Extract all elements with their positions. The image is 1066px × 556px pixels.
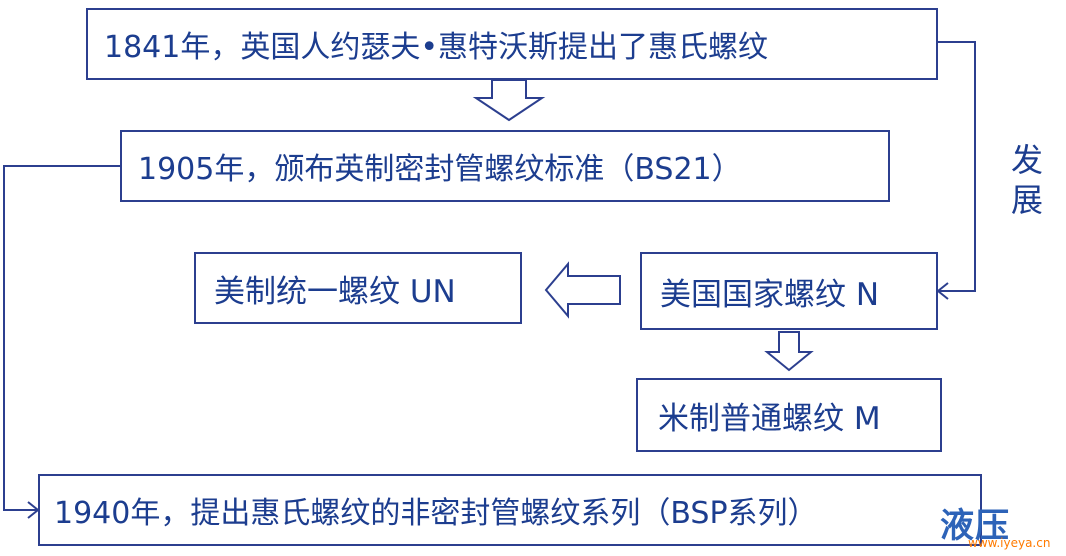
- block-arrow-left: [544, 261, 621, 319]
- box-n-text: 美国国家螺纹 N: [660, 276, 880, 313]
- watermark-url: www.iyeya.cn: [968, 536, 1051, 550]
- box-1905-text: 1905年，颁布英制密封管螺纹标准（BS21）: [138, 152, 742, 187]
- box-1940-text: 1940年，提出惠氏螺纹的非密封管螺纹系列（BSP系列）: [54, 496, 818, 531]
- box-m-text: 米制普通螺纹 M: [658, 400, 881, 437]
- box-1940-bsp: 1940年，提出惠氏螺纹的非密封管螺纹系列（BSP系列）: [38, 474, 982, 546]
- connector-1905-to-1940: [3, 165, 120, 511]
- box-1905-bs21: 1905年，颁布英制密封管螺纹标准（BS21）: [120, 130, 890, 202]
- box-un: 美制统一螺纹 UN: [194, 252, 522, 324]
- connector-1841-to-n-arrowhead: [936, 282, 949, 300]
- box-1841-whitworth: 1841年，英国人约瑟夫•惠特沃斯提出了惠氏螺纹: [86, 8, 938, 80]
- watermark-name: 液压: [940, 506, 1010, 546]
- box-m: 米制普通螺纹 M: [636, 378, 942, 452]
- block-arrow-down-2: [764, 331, 814, 372]
- connector-1841-to-n: [938, 41, 976, 292]
- side-label-development: 发展: [1010, 141, 1043, 219]
- box-n: 美国国家螺纹 N: [640, 252, 938, 330]
- watermark-logo: 液压 www.iyeya.cn: [940, 498, 1050, 550]
- box-un-text: 美制统一螺纹 UN: [214, 273, 456, 310]
- box-1841-text: 1841年，英国人约瑟夫•惠特沃斯提出了惠氏螺纹: [104, 30, 769, 65]
- block-arrow-down-1: [472, 79, 546, 122]
